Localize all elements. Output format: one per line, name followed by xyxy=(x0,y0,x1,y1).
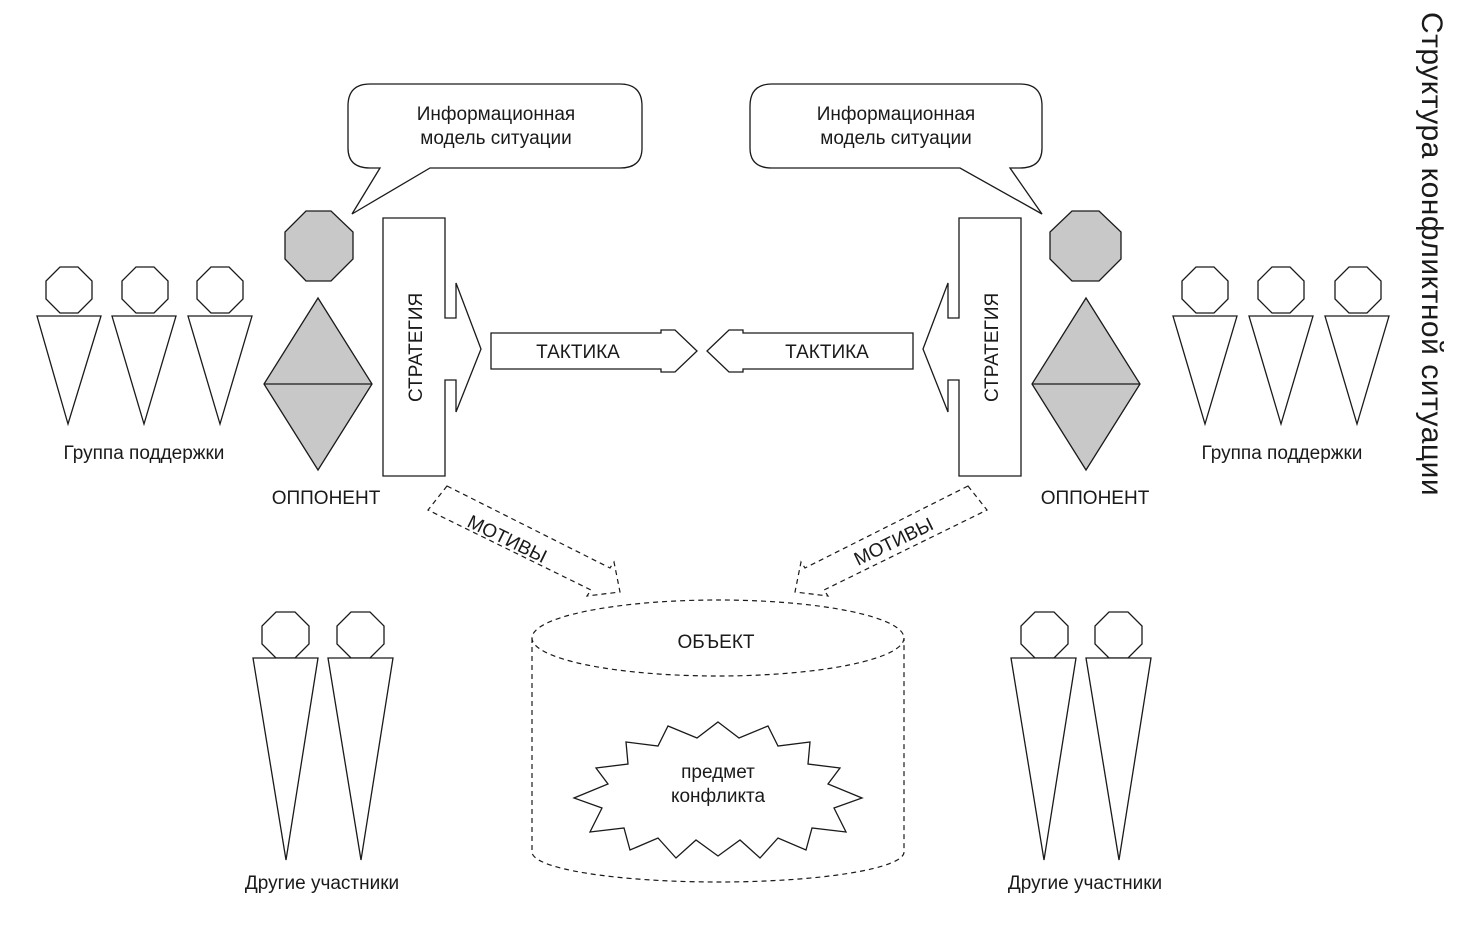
right-support-group-label: Группа поддержки xyxy=(1202,443,1363,464)
participant-head xyxy=(261,611,310,659)
left-opponent-head-octagon xyxy=(284,210,354,282)
participant-head xyxy=(336,611,385,659)
left-bubble-line1: Информационная xyxy=(417,104,575,125)
right-strategy-label: СТРАТЕГИЯ xyxy=(982,293,1003,402)
right-motives-arrow: МОТИВЫ xyxy=(794,485,988,597)
support-member xyxy=(1248,266,1314,427)
conflict-subject-starburst: предмет конфликта xyxy=(572,721,864,859)
support-member-head xyxy=(121,266,169,314)
left-other-participants-label: Другие участники xyxy=(245,873,399,894)
other-participant xyxy=(252,611,319,861)
support-member xyxy=(111,266,177,427)
right-other-participants xyxy=(1010,611,1152,861)
left-other-participants xyxy=(252,611,394,861)
left-support-group-label: Группа поддержки xyxy=(64,443,225,464)
participant-body xyxy=(327,657,394,861)
support-member-body xyxy=(187,315,253,427)
left-support-group xyxy=(36,266,253,427)
object-label: ОБЪЕКТ xyxy=(677,632,754,653)
support-member-head xyxy=(1334,266,1382,314)
right-tactic-label: ТАКТИКА xyxy=(785,342,869,363)
participant-body xyxy=(1010,657,1077,861)
right-other-participants-label: Другие участники xyxy=(1008,873,1162,894)
support-member xyxy=(187,266,253,427)
left-opponent-label: ОППОНЕНТ xyxy=(272,488,381,509)
other-participant xyxy=(1010,611,1077,861)
participant-head xyxy=(1094,611,1143,659)
support-member-head xyxy=(45,266,93,314)
left-strategy-arrow: СТРАТЕГИЯ xyxy=(382,217,482,477)
left-info-model-bubble: Информационная модель ситуации xyxy=(347,83,643,215)
support-member-body xyxy=(1172,315,1238,427)
diagram-title: Структура конфликтной ситуации xyxy=(1415,12,1448,496)
left-opponent-figure xyxy=(263,210,373,472)
right-bubble-line2: модель ситуации xyxy=(820,128,972,149)
left-strategy-label: СТРАТЕГИЯ xyxy=(406,293,427,402)
conflict-subject-line2: конфликта xyxy=(671,786,766,807)
support-member-body xyxy=(1324,315,1390,427)
support-member-body xyxy=(36,315,102,427)
other-participant xyxy=(327,611,394,861)
left-motives-arrow: МОТИВЫ xyxy=(427,485,621,597)
right-support-group xyxy=(1172,266,1390,427)
support-member xyxy=(1172,266,1238,427)
right-bubble-line1: Информационная xyxy=(817,104,975,125)
participant-head xyxy=(1020,611,1069,659)
right-opponent-figure xyxy=(1031,210,1141,472)
support-member-head xyxy=(1257,266,1305,314)
left-tactic-label: ТАКТИКА xyxy=(536,342,620,363)
participant-body xyxy=(1085,657,1152,861)
left-tactic-arrow: ТАКТИКА xyxy=(490,329,698,373)
right-strategy-arrow: СТРАТЕГИЯ xyxy=(922,217,1022,477)
support-member-head xyxy=(1181,266,1229,314)
support-member-head xyxy=(196,266,244,314)
right-tactic-arrow: ТАКТИКА xyxy=(706,329,914,373)
right-opponent-head-octagon xyxy=(1049,210,1122,282)
other-participant xyxy=(1085,611,1152,861)
participant-body xyxy=(252,657,319,861)
left-bubble-line2: модель ситуации xyxy=(420,128,572,149)
right-info-model-bubble: Информационная модель ситуации xyxy=(749,83,1043,215)
support-member xyxy=(36,266,102,427)
conflict-subject-line1: предмет xyxy=(681,762,755,783)
right-opponent-label: ОППОНЕНТ xyxy=(1041,488,1150,509)
support-member-body xyxy=(111,315,177,427)
support-member xyxy=(1324,266,1390,427)
support-member-body xyxy=(1248,315,1314,427)
